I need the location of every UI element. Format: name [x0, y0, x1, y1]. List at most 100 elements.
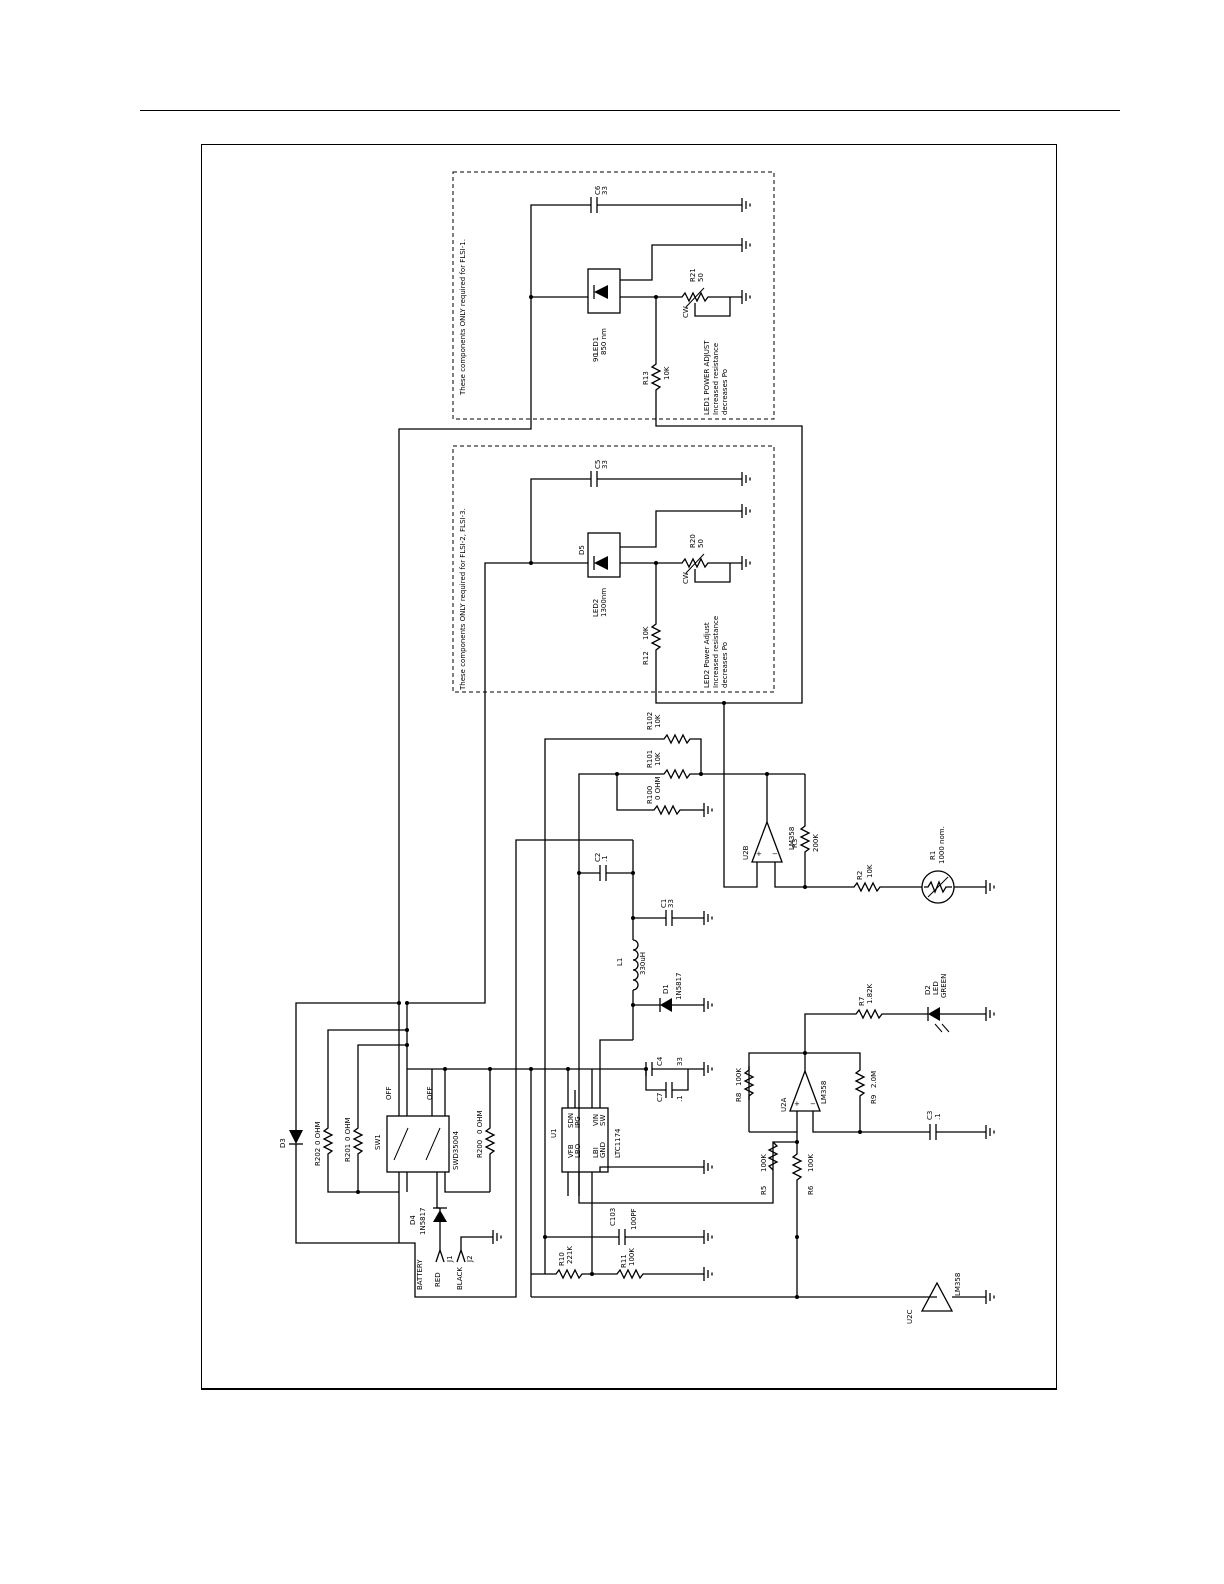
- svg-text:LED1 POWER ADJUST: LED1 POWER ADJUST: [703, 340, 711, 415]
- svg-text:C4: C4: [656, 1056, 664, 1066]
- d3-diode: D3: [279, 1002, 399, 1244]
- svg-text:LM358: LM358: [954, 1273, 962, 1296]
- svg-text:33: 33: [601, 186, 609, 195]
- svg-text:33: 33: [601, 460, 609, 469]
- svg-text:R12: R12: [642, 651, 650, 665]
- svg-text:C3: C3: [926, 1111, 934, 1120]
- note-led1-adjust: LED1 POWER ADJUST Increased resistance d…: [703, 340, 729, 415]
- c103-capacitor: C103 100PF: [545, 1208, 704, 1245]
- svg-text:2.0M: 2.0M: [870, 1071, 878, 1088]
- svg-text:VFB: VFB: [567, 1144, 575, 1158]
- r102-resistor: R102 10K: [544, 712, 702, 1274]
- svg-text:100K: 100K: [760, 1154, 768, 1172]
- svg-text:BLACK: BLACK: [456, 1267, 464, 1290]
- svg-text:Increased resistance: Increased resistance: [712, 343, 720, 415]
- svg-text:OFF: OFF: [385, 1086, 393, 1100]
- svg-text:+: +: [756, 850, 762, 858]
- svg-text:R102: R102: [646, 712, 654, 730]
- r3-resistor: R3 200K: [791, 774, 820, 887]
- svg-text:LED2 Power Adjust: LED2 Power Adjust: [703, 622, 711, 688]
- svg-text:R8: R8: [735, 1093, 743, 1102]
- r11-resistor: R11 100K: [612, 1248, 704, 1279]
- svg-text:10K: 10K: [866, 864, 874, 878]
- svg-text:.1: .1: [934, 1113, 942, 1120]
- svg-text:R100: R100: [646, 786, 654, 804]
- c1-capacitor: C1 33: [633, 899, 704, 926]
- svg-text:CW: CW: [682, 306, 690, 318]
- r200-resistor: R200 0 OHM: [476, 1069, 495, 1192]
- svg-text:50: 50: [697, 273, 705, 282]
- r20-trimpot: R20 50 CW: [656, 534, 742, 584]
- d2-led-green: D2 LED GREEN: [924, 974, 986, 1033]
- c6-capacitor: C6 33: [530, 185, 742, 297]
- ground-icon: [741, 471, 751, 487]
- svg-text:90: 90: [592, 353, 600, 362]
- svg-text:D4: D4: [409, 1215, 417, 1225]
- r201-resistor: R201 0 OHM: [344, 1044, 407, 1192]
- c3-capacitor: C3 .1: [926, 1111, 986, 1140]
- svg-text:D5: D5: [578, 545, 586, 555]
- ground-icon: [741, 197, 751, 213]
- svg-text:R2: R2: [856, 871, 864, 880]
- svg-text:decreases Po: decreases Po: [721, 369, 729, 415]
- svg-text:1N5817: 1N5817: [419, 1207, 427, 1235]
- svg-text:SDN: SDN: [567, 1113, 575, 1128]
- r13-resistor: R13 10K: [642, 297, 803, 704]
- note-led1: These components ONLY required for FLSI-…: [459, 239, 467, 396]
- ground-icon: [703, 997, 713, 1013]
- svg-text:D3: D3: [279, 1138, 287, 1148]
- ground-icon: [985, 1289, 995, 1305]
- svg-text:U2A: U2A: [780, 1097, 788, 1112]
- ground-icon: [985, 879, 995, 895]
- svg-text:1.82K: 1.82K: [866, 983, 874, 1004]
- led2-laser: LED2 1300nm D5: [531, 510, 742, 617]
- svg-text:R10: R10: [558, 1252, 566, 1266]
- ground-icon: [741, 237, 751, 253]
- svg-text:VIN: VIN: [592, 1114, 600, 1126]
- svg-text:R11: R11: [620, 1254, 628, 1268]
- ground-icon: [703, 1266, 713, 1282]
- svg-text:10K: 10K: [663, 366, 671, 380]
- svg-text:R13: R13: [642, 371, 650, 385]
- svg-text:0 OHM: 0 OHM: [314, 1122, 322, 1146]
- svg-text:100K: 100K: [807, 1154, 815, 1172]
- svg-text:0 OHM: 0 OHM: [344, 1118, 352, 1142]
- svg-text:+: +: [794, 1100, 800, 1108]
- svg-text:1000 nom.: 1000 nom.: [938, 826, 946, 864]
- d4-diode: D4 1N5817: [409, 1207, 447, 1250]
- svg-text:D1: D1: [662, 984, 670, 994]
- svg-text:R9: R9: [870, 1095, 878, 1104]
- r10-resistor: R10 221K: [531, 1246, 613, 1279]
- r21-trimpot: R21 50 CW: [656, 268, 742, 318]
- svg-text:C5: C5: [594, 460, 602, 469]
- svg-text:IPG: IPG: [574, 1116, 582, 1128]
- svg-text:L1: L1: [616, 958, 624, 966]
- c7-capacitor: C7 .1: [645, 1069, 689, 1102]
- svg-text:R7: R7: [858, 997, 866, 1006]
- ground-icon: [741, 503, 751, 519]
- wire-led2-supply: [407, 562, 531, 1004]
- r5-resistor: R5 100K: [760, 1132, 798, 1195]
- svg-text:.1: .1: [676, 1095, 684, 1102]
- ground-icon: [741, 289, 751, 305]
- led1-laser: LED1 850 nm 90: [531, 244, 742, 362]
- svg-text:221K: 221K: [566, 1246, 574, 1264]
- svg-text:0 OHM: 0 OHM: [476, 1111, 484, 1135]
- svg-text:LED1: LED1: [592, 337, 600, 355]
- ground-icon: [703, 910, 713, 926]
- svg-text:33: 33: [676, 1057, 684, 1066]
- svg-text:R101: R101: [646, 750, 654, 768]
- svg-text:R202: R202: [314, 1148, 322, 1166]
- svg-text:R5: R5: [760, 1186, 768, 1195]
- j2-connector: J2 BLACK: [456, 1236, 493, 1290]
- svg-text:1300nm: 1300nm: [600, 588, 608, 617]
- r1-thermistor: R1 1000 nom.: [921, 826, 986, 904]
- svg-text:Increased resistance: Increased resistance: [712, 616, 720, 688]
- l1-inductor: L1 330uH: [616, 939, 647, 1040]
- svg-text:U2B: U2B: [742, 845, 750, 860]
- svg-text:CW: CW: [682, 572, 690, 584]
- svg-text:R200: R200: [476, 1140, 484, 1158]
- svg-text:GREEN: GREEN: [940, 974, 948, 998]
- d1-diode: D1 1N5817: [633, 972, 704, 1012]
- wire-ground-return: [399, 839, 633, 1298]
